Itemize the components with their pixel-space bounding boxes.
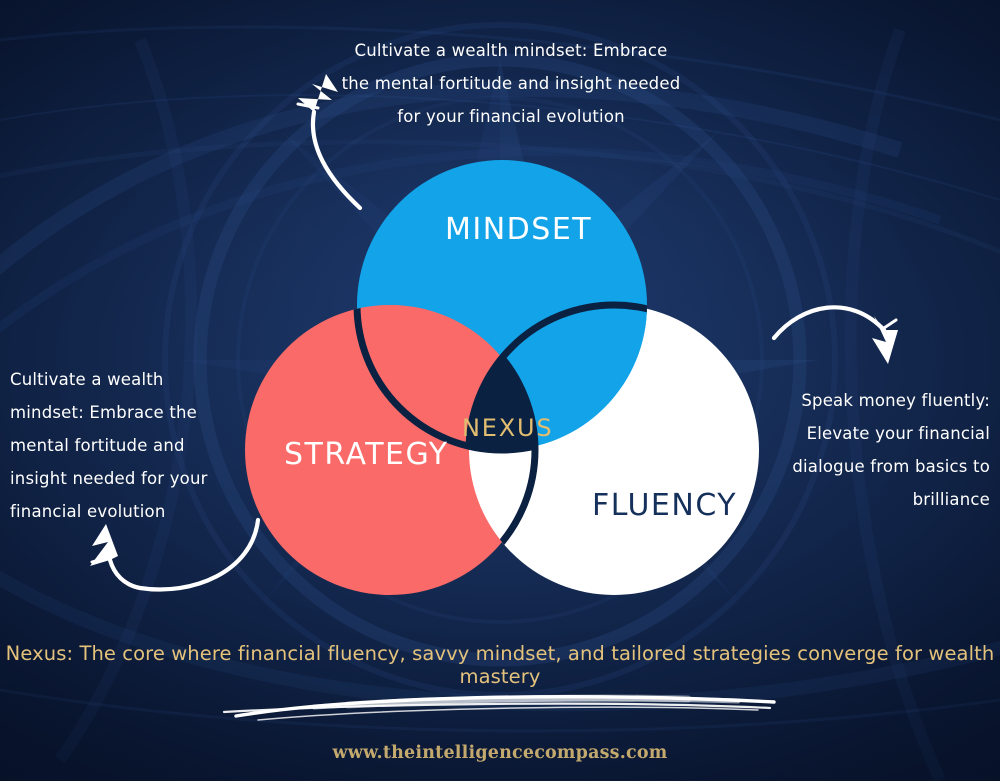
- venn-diagram: MINDSET STRATEGY FLUENCY NEXUS: [212, 150, 792, 610]
- overlap-mindset-over-fluency: [469, 305, 647, 450]
- website-url[interactable]: www.theintelligencecompass.com: [332, 743, 668, 763]
- caption-mindset: Cultivate a wealth mindset: Embrace the …: [341, 41, 681, 126]
- caption-fluency: Speak money fluently: Elevate your finan…: [792, 391, 990, 509]
- overlap-strategy-over-mindset: [357, 305, 535, 450]
- nexus-tagline: Nexus: The core where financial fluency,…: [5, 642, 995, 688]
- caption-strategy: Cultivate a wealth mindset: Embrace the …: [10, 370, 208, 521]
